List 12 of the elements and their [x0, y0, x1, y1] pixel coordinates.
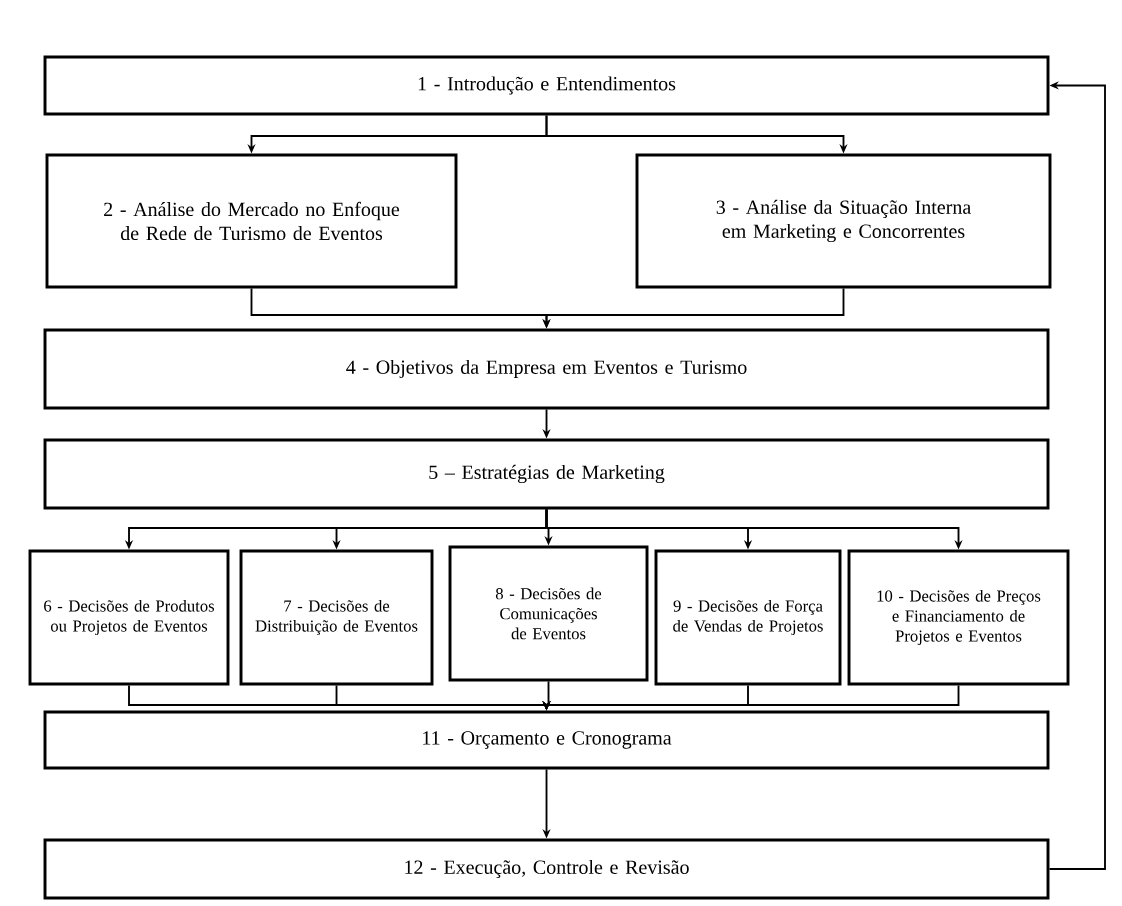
process-box: 8 - Decisões de Comunicações de Eventos: [448, 545, 649, 682]
process-box: 9 - Decisões de Força de Vendas de Projetos: [654, 549, 842, 686]
process-box: 5 – Estratégias de Marketing: [43, 438, 1050, 510]
process-box: 6 - Decisões de Produtos ou Projetos de Eventos: [28, 549, 230, 686]
process-box: 7 - Decisões de Distribuição de Eventos: [239, 549, 434, 686]
process-box: 4 - Objetivos da Empresa em Eventos e Turismo: [43, 328, 1050, 410]
process-box: 3 - Análise da Situação Interna em Marketing e Concorrentes: [635, 153, 1052, 289]
process-box: 10 - Decisões de Preços e Financiamento de Projetos e Eventos: [847, 549, 1070, 686]
process-box: 2 - Análise do Mercado no Enfoque de Rede de Turismo de Eventos: [45, 153, 458, 289]
process-box: 12 - Execução, Controle e Revisão: [43, 838, 1050, 900]
process-box: 11 - Orçamento e Cronograma: [43, 710, 1050, 770]
process-box: 1 - Introdução e Entendimentos: [43, 55, 1050, 116]
